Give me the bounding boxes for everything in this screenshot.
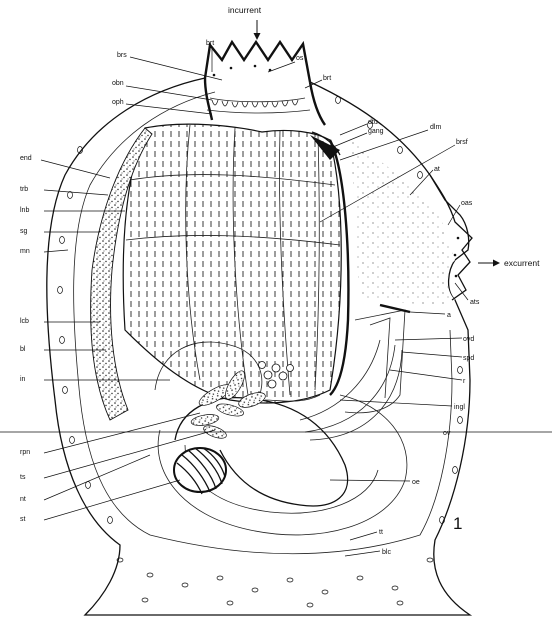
label-oph: oph [112, 99, 124, 106]
label-end: end [20, 155, 32, 162]
atrial-ocellus [454, 254, 457, 257]
label-oe: oe [412, 479, 420, 486]
label-dtu: dtu [368, 119, 378, 126]
pharynx-basket [123, 124, 341, 403]
label-obn: obn [112, 80, 124, 87]
label-st: st [20, 516, 26, 523]
ocellus-spot [230, 67, 233, 70]
label-in: in [20, 376, 26, 383]
label-ov: ov [443, 430, 451, 437]
label-at: at [434, 166, 440, 173]
label-ingl: ingl [454, 404, 465, 411]
label-excurrent: excurrent [504, 258, 540, 268]
label-brsf: brsf [456, 139, 468, 146]
oral-siphon [205, 42, 325, 125]
label-incurrent: incurrent [228, 5, 262, 15]
label-dlm: dlm [430, 124, 441, 131]
oral-tentacle-ring [210, 98, 305, 102]
label-rpn: rpn [20, 449, 30, 456]
ocellus-spot [213, 74, 216, 77]
atrial-cavity [350, 140, 455, 305]
branchial-basket [123, 124, 341, 403]
label-r: r [463, 378, 466, 385]
label-os: os [296, 55, 304, 62]
label-brt-right: brt [323, 75, 331, 82]
label-lcb: lcb [20, 318, 29, 325]
label-bl: bl [20, 346, 26, 353]
label-ts: ts [20, 474, 26, 481]
label-oas: oas [461, 200, 473, 207]
label-gang: gang [368, 128, 384, 135]
atrial-ocellus [455, 275, 458, 278]
figure-number: 1 [453, 514, 462, 533]
label-spd: spd [463, 355, 474, 362]
label-trb: trb [20, 186, 28, 193]
rectum [345, 310, 405, 413]
label-lnb: lnb [20, 207, 29, 214]
stomach [174, 448, 226, 494]
atrial-ocellus [457, 237, 460, 240]
label-blc: blc [382, 549, 391, 556]
label-tt: tt [379, 529, 383, 536]
label-brs: brs [117, 52, 127, 59]
label-a: a [447, 312, 451, 319]
label-sg: sg [20, 228, 28, 235]
ocellus-spot [254, 65, 257, 68]
label-mn: mn [20, 248, 30, 255]
label-nt: nt [20, 496, 26, 503]
label-ats: ats [470, 299, 480, 306]
label-ovd: ovd [463, 336, 474, 343]
label-brt-left: brt [206, 40, 214, 47]
atrial-siphon [350, 140, 472, 305]
